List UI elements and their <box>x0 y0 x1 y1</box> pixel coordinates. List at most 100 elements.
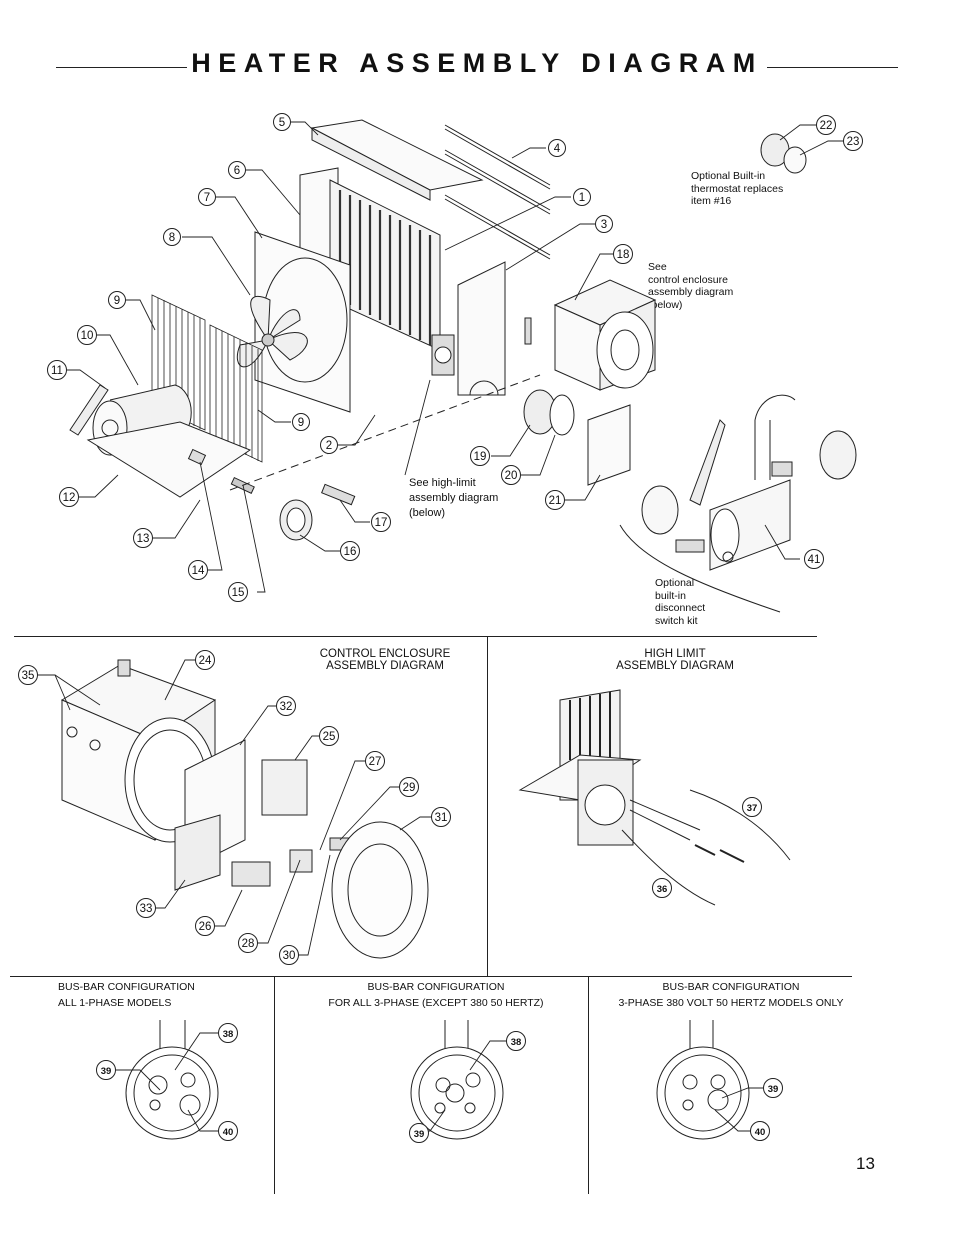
alignment-line <box>229 374 541 491</box>
callout-label: 31 <box>435 812 448 824</box>
callout-label: 36 <box>657 884 668 895</box>
divider-vertical-mid <box>487 636 488 976</box>
callout-label: 24 <box>199 655 212 667</box>
callout-label: 16 <box>344 546 357 558</box>
callout-label: 1 <box>579 192 585 204</box>
busbar-heading-2: BUS-BAR CONFIGURATION FOR ALL 3-PHASE (E… <box>328 981 544 1009</box>
callout-label: 13 <box>137 533 150 545</box>
callout-23: 23 <box>843 131 863 151</box>
callout-label: 35 <box>22 670 35 682</box>
optional-thermostat-drawing <box>760 133 807 174</box>
callout-9: 9 <box>292 413 310 431</box>
busbar-drawing-3 <box>656 1020 750 1140</box>
callout-layer: 1234567899101112131415161718192021222324… <box>18 113 863 1143</box>
callout-26: 26 <box>195 916 215 936</box>
callout-label: 39 <box>768 1084 779 1095</box>
callout-5: 5 <box>273 113 291 131</box>
callout-label: 2 <box>326 440 332 452</box>
page-number: 13 <box>856 1154 875 1173</box>
callout-label: 28 <box>242 938 255 950</box>
callout-label: 18 <box>617 249 630 261</box>
callout-21: 21 <box>545 490 565 510</box>
nipple-drawing <box>321 483 356 506</box>
callout-label: 38 <box>511 1037 522 1048</box>
title-rule-right <box>750 67 898 68</box>
callout-label: 39 <box>414 1129 425 1140</box>
callout-22: 22 <box>816 115 836 135</box>
callout-label: 14 <box>192 565 205 577</box>
callout-label: 4 <box>554 143 561 155</box>
callout-label: 3 <box>601 219 607 231</box>
callout-20: 20 <box>501 465 521 485</box>
callout-28: 28 <box>238 933 258 953</box>
callout-1: 1 <box>573 188 591 206</box>
thermostat-note: Optional Built-in thermostat replaces it… <box>691 170 784 208</box>
leader-lines <box>37 121 844 1132</box>
callout-16: 16 <box>340 541 360 561</box>
callout-label: 22 <box>820 120 833 132</box>
disconnect-kit-drawing <box>641 394 857 571</box>
callout-39: 39 <box>409 1123 429 1143</box>
divider-busbar-2 <box>588 976 589 1194</box>
callout-3: 3 <box>595 215 613 233</box>
callout-9: 9 <box>108 291 126 309</box>
callout-label: 20 <box>505 470 518 482</box>
disconnect-bracket-line <box>619 524 781 613</box>
callout-17: 17 <box>371 512 391 532</box>
callout-6: 6 <box>228 161 246 179</box>
callout-label: 32 <box>280 701 293 713</box>
busbar-drawing-2 <box>410 1020 504 1140</box>
busbar-heading-3: BUS-BAR CONFIGURATION 3-PHASE 380 VOLT 5… <box>618 981 844 1009</box>
callout-label: 25 <box>323 731 336 743</box>
callout-39: 39 <box>763 1078 783 1098</box>
divider-busbar <box>10 976 852 977</box>
busbar-heading-1: BUS-BAR CONFIGURATION ALL 1-PHASE MODELS <box>58 981 195 1009</box>
callout-label: 40 <box>223 1127 234 1138</box>
divider-busbar-1 <box>274 976 275 1194</box>
thermostat-drawing <box>279 499 313 541</box>
control-box-drawing <box>524 279 657 391</box>
callout-25: 25 <box>319 726 339 746</box>
callout-27: 27 <box>365 751 385 771</box>
callout-14: 14 <box>188 560 208 580</box>
callout-label: 7 <box>204 192 210 204</box>
callout-label: 40 <box>755 1127 766 1138</box>
callout-label: 5 <box>279 117 285 129</box>
callout-37: 37 <box>742 797 762 817</box>
callout-label: 29 <box>403 782 416 794</box>
page-title: HEATER ASSEMBLY DIAGRAM <box>0 48 954 79</box>
callout-10: 10 <box>77 325 97 345</box>
high-limit-heading: HIGH LIMIT ASSEMBLY DIAGRAM <box>616 648 734 672</box>
disconnect-note: Optional built-in disconnect switch kit <box>655 577 706 627</box>
callout-label: 15 <box>232 587 245 599</box>
callout-label: 41 <box>808 554 821 566</box>
callout-36: 36 <box>652 878 672 898</box>
divider-control <box>14 636 817 637</box>
control-enclosure-note: See control enclosure assembly diagram (… <box>648 261 734 311</box>
high-limit-note: See high-limit assembly diagram (below) <box>409 477 499 519</box>
callout-7: 7 <box>198 188 216 206</box>
callout-label: 27 <box>369 756 382 768</box>
callout-label: 23 <box>847 136 860 148</box>
motor-bracket-drawing <box>69 384 109 436</box>
callout-40: 40 <box>750 1121 770 1141</box>
busbar-drawing-1 <box>125 1020 219 1140</box>
callout-label: 17 <box>375 517 388 529</box>
callout-4: 4 <box>548 139 566 157</box>
callout-35: 35 <box>18 665 38 685</box>
callout-24: 24 <box>195 650 215 670</box>
callout-label: 9 <box>298 417 304 429</box>
callout-2: 2 <box>320 436 338 454</box>
callout-label: 6 <box>234 165 240 177</box>
callout-15: 15 <box>228 582 248 602</box>
callout-label: 11 <box>51 365 63 377</box>
callout-label: 33 <box>140 903 153 915</box>
rods-drawing <box>444 124 551 260</box>
top-cover-drawing <box>310 119 484 201</box>
callout-label: 10 <box>81 330 94 342</box>
control-enclosure-heading: CONTROL ENCLOSURE ASSEMBLY DIAGRAM <box>319 648 451 672</box>
callout-31: 31 <box>431 807 451 827</box>
fan-shroud-drawing <box>254 231 351 413</box>
callout-label: 38 <box>223 1029 234 1040</box>
